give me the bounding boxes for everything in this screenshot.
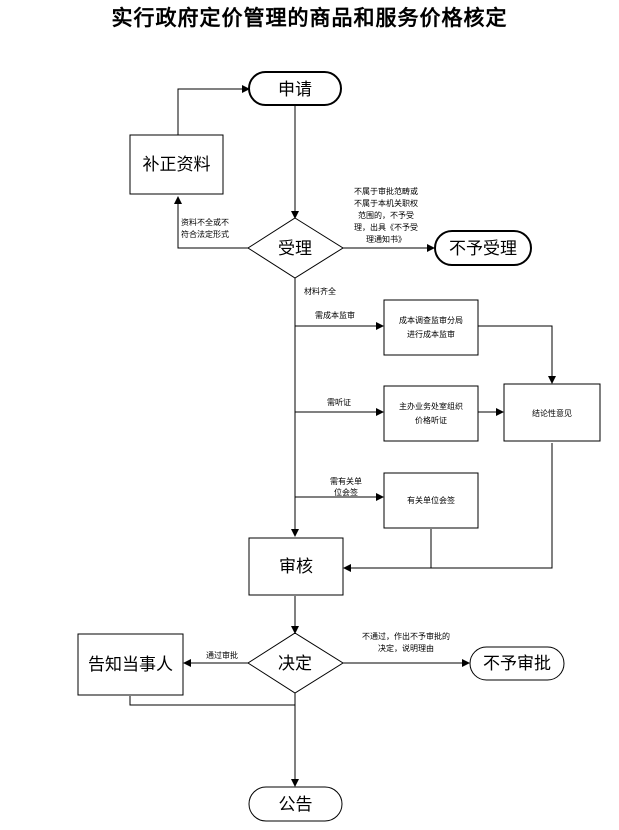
out-of-scope-label-2: 不属于本机关职权 (354, 198, 418, 208)
rejected-label-1: 不通过，作出不予审批的 (362, 631, 450, 641)
incomplete-label-1: 资料不全或不 (181, 217, 229, 227)
incomplete-label-2: 符合法定形式 (181, 229, 229, 239)
reject-accept-node: 不予受理 (434, 230, 532, 266)
cosign-label: 有关单位会签 (407, 495, 455, 505)
accept-label: 受理 (278, 239, 312, 259)
decide-node: 决定 (247, 632, 344, 694)
cost-review-label-2: 进行成本监审 (407, 329, 455, 339)
reject-accept-label: 不予受理 (449, 239, 517, 259)
edge-accept-to-supplement (174, 196, 248, 249)
approved-label: 通过审批 (206, 650, 238, 660)
edge-notify-to-join (129, 696, 295, 706)
apply-label: 申请 (278, 80, 312, 100)
need-hearing-label: 需听证 (327, 398, 351, 407)
supplement-node: 补正资料 (129, 134, 224, 195)
hearing-label-2: 价格听证 (415, 415, 447, 425)
conclusion-node: 结论性意见 (503, 383, 601, 442)
need-cosign-label-2: 位会签 (334, 487, 358, 497)
need-cosign-label-1: 需有关单 (330, 476, 362, 486)
apply-node: 申请 (248, 71, 342, 106)
edge-cost-to-conclusion (478, 325, 556, 384)
edge-conclusion-to-review (343, 443, 553, 572)
need-cost-label: 需成本监审 (315, 310, 355, 320)
announce-label: 公告 (279, 795, 313, 815)
out-of-scope-label-4: 理，出具《不予受 (354, 222, 418, 232)
cost-review-label-1: 成本调查监审分局 (399, 315, 463, 325)
diagram-title: 实行政府定价管理的商品和服务价格核定 (111, 6, 508, 30)
review-node: 审核 (248, 537, 344, 596)
edge-supplement-to-apply (177, 85, 250, 135)
reject-approve-node: 不予审批 (469, 646, 565, 681)
reject-approve-label: 不予审批 (483, 654, 551, 674)
hearing-node: 主办业务处室组织 价格听证 (383, 385, 479, 442)
notify-label: 告知当事人 (88, 655, 173, 675)
announce-node: 公告 (248, 786, 343, 822)
hearing-label-1: 主办业务处室组织 (399, 401, 463, 411)
notify-node: 告知当事人 (77, 633, 184, 696)
cosign-node: 有关单位会签 (383, 472, 479, 529)
out-of-scope-label-5: 理通知书》 (366, 234, 406, 244)
complete-label: 材料齐全 (304, 286, 336, 296)
cost-review-node: 成本调查监审分局 进行成本监审 (383, 299, 479, 356)
conclusion-label: 结论性意见 (532, 408, 572, 418)
out-of-scope-label-1: 不属于审批范畴或 (354, 186, 418, 196)
decide-label: 决定 (278, 654, 312, 674)
rejected-label-2: 决定，说明理由 (378, 643, 434, 653)
supplement-label: 补正资料 (143, 155, 211, 175)
review-label: 审核 (279, 557, 313, 577)
accept-node: 受理 (247, 217, 344, 279)
out-of-scope-label-3: 范围的，不予受 (358, 210, 414, 220)
